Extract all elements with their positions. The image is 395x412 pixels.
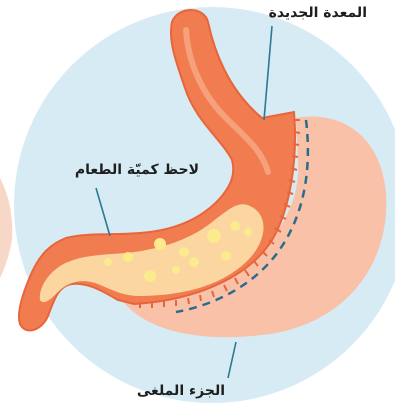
food-amount-label: لاحظ كميّة الطعام xyxy=(75,163,199,177)
new-stomach-label: المعدة الجديدة xyxy=(269,6,367,20)
food-particle xyxy=(104,258,112,266)
food-particle xyxy=(179,247,189,257)
removed-part-label: الجزء الملغى xyxy=(137,384,225,398)
food-particle xyxy=(207,229,221,243)
food-particle xyxy=(123,252,133,262)
food-particle xyxy=(154,238,166,250)
adjacent-panel-edge xyxy=(0,178,12,278)
food-particle xyxy=(189,257,199,267)
food-particle xyxy=(144,270,156,282)
food-particle xyxy=(172,266,180,274)
food-particle xyxy=(244,228,252,236)
food-particle xyxy=(221,251,231,261)
food-particle xyxy=(230,221,240,231)
